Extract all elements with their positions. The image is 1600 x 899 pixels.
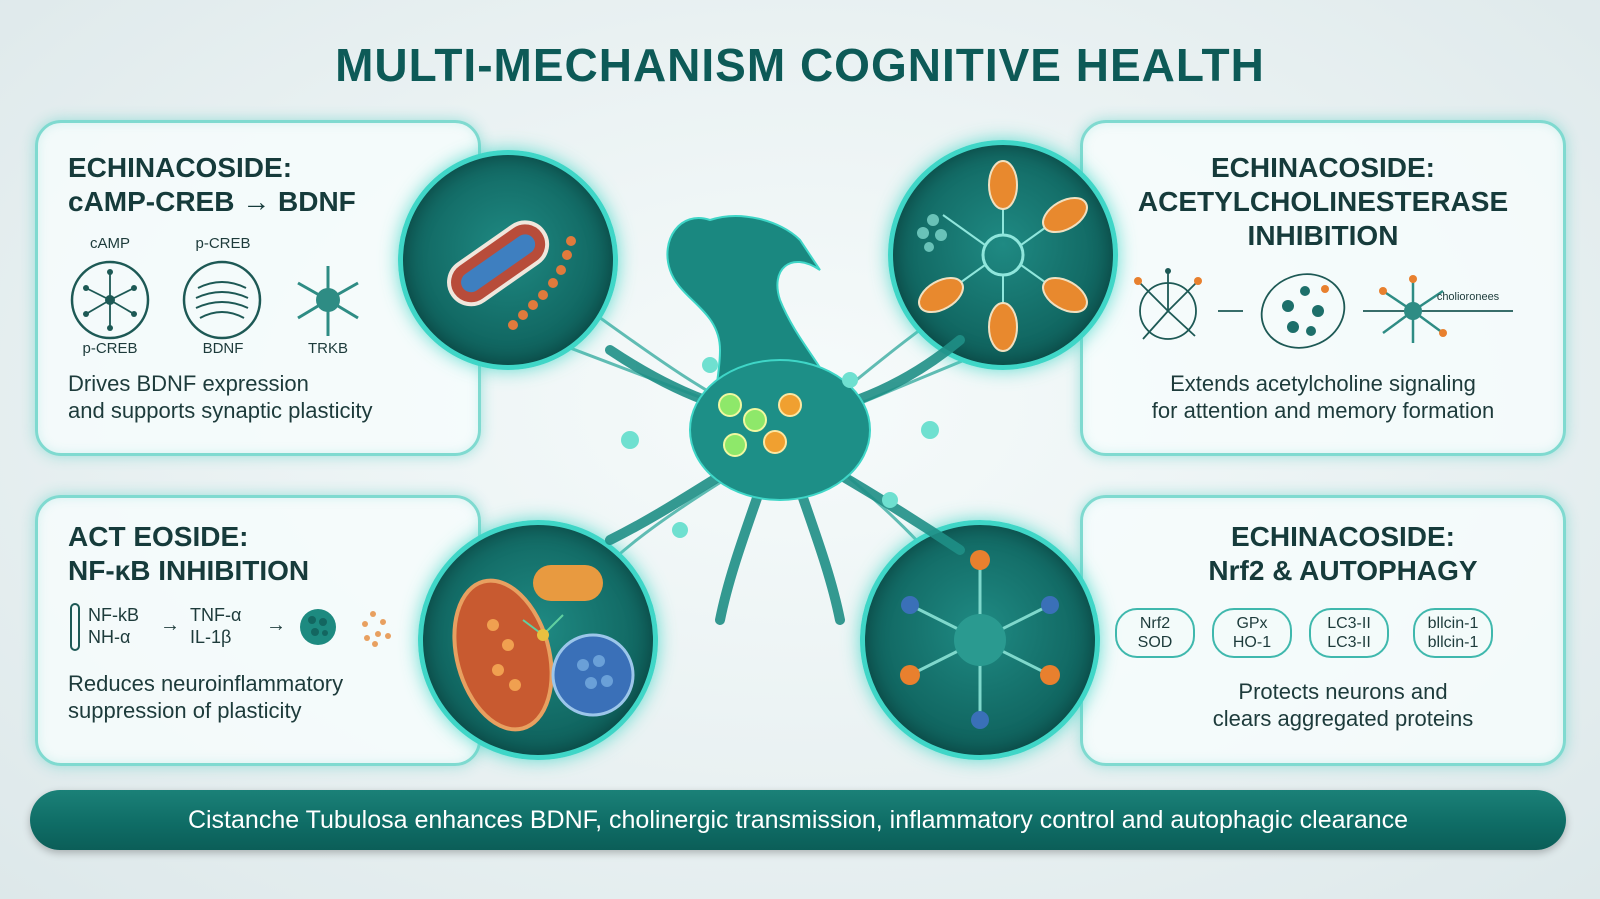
panel-description: Protects neurons and clears aggregated p… [1123, 678, 1563, 732]
description-line: and supports synaptic plasticity [68, 398, 373, 423]
mitochondria-circle-illustration [398, 150, 618, 370]
label-camp: cAMP [89, 235, 130, 252]
label-bdnf: BDNF [202, 340, 244, 357]
label-pcreb-bottom: p-CREB [82, 340, 138, 357]
autophagy-circle-illustration [860, 520, 1100, 760]
autophagy-icon [900, 550, 1060, 729]
cytokine-icon [300, 609, 391, 647]
panel-title: ECHINACOSIDE: ACETYLCHOLINESTERASE INHIB… [1093, 151, 1553, 253]
panel-description: Drives BDNF expression and supports syna… [68, 370, 373, 424]
panel-title-line: ECHINACOSIDE: [1230, 521, 1455, 552]
panel-title: ECHINACOSIDE: cAMP-CREB → BDNF [68, 151, 356, 219]
description-line: Drives BDNF expression [68, 371, 309, 396]
panel-acetylcholinesterase: ECHINACOSIDE: ACETYLCHOLINESTERASE INHIB… [1080, 120, 1566, 456]
pill-line: LC3-II [1327, 634, 1371, 651]
marker-pill: bllcin-1 bllcin-1 [1413, 608, 1493, 658]
pathway-label: NH-α [88, 627, 131, 647]
bracket-icon [70, 603, 80, 651]
mitochondria-icon [447, 220, 576, 330]
summary-banner: Cistanche Tubulosa enhances BDNF, cholin… [30, 790, 1566, 850]
label-pcreb-top: p-CREB [195, 235, 251, 252]
description-line: Protects neurons and [1238, 679, 1448, 704]
seahorse-neuron-illustration [605, 215, 965, 625]
panel-title: ECHINACOSIDE: Nrf2 & AUTOPHAGY [1123, 520, 1563, 588]
pill-line: bllcin-1 [1427, 634, 1479, 651]
pathway-label: NF-kB [88, 605, 139, 625]
arrow-icon: → [160, 614, 180, 636]
description-line: Reduces neuroinflammatory [68, 671, 344, 696]
panel-title-line: ECHINACOSIDE: [68, 152, 293, 183]
panel-title-line: NF-κB INHIBITION [68, 555, 310, 586]
panel-nrf2-autophagy: ECHINACOSIDE: Nrf2 & AUTOPHAGY Nrf2 SOD … [1080, 495, 1566, 766]
inflammation-icon [452, 565, 635, 732]
label-cholioronees: cholioronees [1436, 291, 1500, 303]
synapse-circle-illustration [888, 140, 1118, 370]
panel-title: ACT EOSIDE: NF-κB INHIBITION [68, 520, 309, 588]
pathway-output: TNF-α IL-1β [190, 604, 241, 648]
description-line: for attention and memory formation [1151, 398, 1495, 423]
pathway-input: NF-kB NH-α [88, 604, 139, 648]
description-line: clears aggregated proteins [1212, 706, 1474, 731]
panel-nfkb-inhibition: ACT EOSIDE: NF-κB INHIBITION NF-kB NH-α … [35, 495, 481, 766]
pill-line: Nrf2 [1139, 615, 1171, 632]
panel-title-line: ACETYLCHOLINESTERASE [1137, 186, 1509, 217]
pill-line: HO-1 [1232, 634, 1272, 651]
arrow-icon: → [266, 614, 286, 636]
marker-pill: Nrf2 SOD [1115, 608, 1195, 658]
synapse-icon [917, 160, 1088, 352]
panel-title-line: ACT EOSIDE: [68, 521, 249, 552]
pathway-label: IL-1β [190, 627, 232, 647]
pill-line: SOD [1137, 634, 1173, 651]
description-line: Extends acetylcholine signaling [1170, 371, 1476, 396]
panel-description: Extends acetylcholine signaling for atte… [1083, 370, 1563, 424]
pathway-label: TNF-α [190, 605, 242, 625]
inflammation-circle-illustration [418, 520, 658, 760]
description-line: suppression of plasticity [68, 698, 302, 723]
marker-pill: GPx HO-1 [1212, 608, 1292, 658]
cholinergic-pathway-icon [1134, 268, 1513, 349]
panel-title-line: cAMP-CREB → BDNF [68, 186, 356, 217]
page-title: MULTI-MECHANISM COGNITIVE HEALTH [335, 39, 1265, 91]
pill-line: GPx [1236, 615, 1268, 632]
panel-title-line: ECHINACOSIDE: [1210, 152, 1435, 183]
pill-line: bllcin-1 [1427, 615, 1479, 632]
pcreb-icon [182, 260, 262, 340]
panel-description: Reduces neuroinflammatory suppression of… [68, 670, 343, 724]
marker-pill: LC3-II LC3-II [1309, 608, 1389, 658]
panel-title-line: INHIBITION [1247, 220, 1399, 251]
pill-line: LC3-II [1327, 615, 1371, 632]
panel-title-line: Nrf2 & AUTOPHAGY [1208, 555, 1478, 586]
trkb-icon [297, 266, 359, 336]
label-trkb: TRKB [307, 340, 348, 357]
camp-icon [70, 260, 150, 340]
